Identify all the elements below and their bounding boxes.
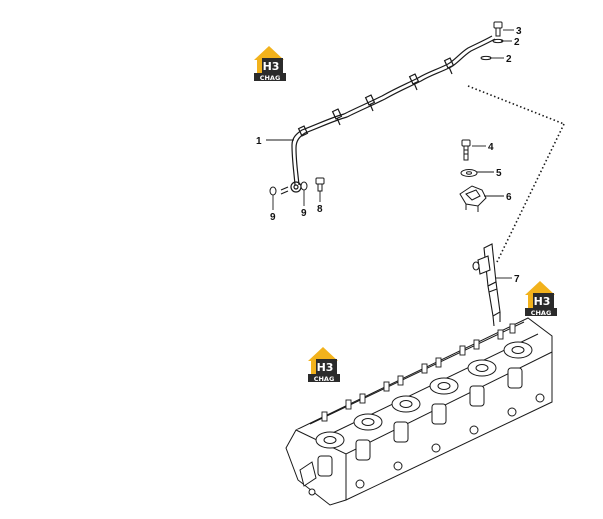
callout-9-left: 9 <box>270 212 276 223</box>
svg-text:H3: H3 <box>534 295 551 308</box>
valve-bay-4 <box>429 377 459 425</box>
valve-bay-2 <box>353 413 383 461</box>
callout-1: 1 <box>256 136 262 147</box>
spherical-washer <box>460 169 478 177</box>
callout-4: 4 <box>488 142 494 153</box>
cylinder-head <box>285 317 553 506</box>
valve-bay-5 <box>467 359 497 407</box>
brand-logo-right: H3 CHAG <box>525 281 557 317</box>
leader-lines <box>266 29 514 279</box>
brand-logo-center: H3 CHAG <box>308 347 340 383</box>
callout-6: 6 <box>506 192 512 203</box>
svg-text:H3: H3 <box>317 361 334 374</box>
callout-2-top: 2 <box>514 37 520 48</box>
callout-5: 5 <box>496 168 502 179</box>
injector-clamp <box>459 185 487 212</box>
fuel-leakoff-pipe <box>280 35 496 195</box>
dotted-reference-line <box>467 85 565 263</box>
clamp-bolt <box>461 139 471 161</box>
callout-7: 7 <box>514 274 520 285</box>
callout-3: 3 <box>516 26 522 37</box>
fuel-injector <box>472 243 501 327</box>
svg-text:CHAG: CHAG <box>260 74 281 82</box>
callout-2-lower: 2 <box>506 54 512 65</box>
valve-bay-1 <box>315 431 345 477</box>
brand-logo-top-left: H3 CHAG <box>254 46 286 82</box>
seal-washers-lower <box>269 177 325 196</box>
valve-bay-6 <box>503 341 533 389</box>
svg-text:CHAG: CHAG <box>531 309 552 317</box>
svg-text:H3: H3 <box>263 60 280 73</box>
svg-text:CHAG: CHAG <box>314 375 335 383</box>
valve-bay-3 <box>391 395 421 443</box>
callout-9-right: 9 <box>301 208 307 219</box>
callout-8: 8 <box>317 204 323 215</box>
